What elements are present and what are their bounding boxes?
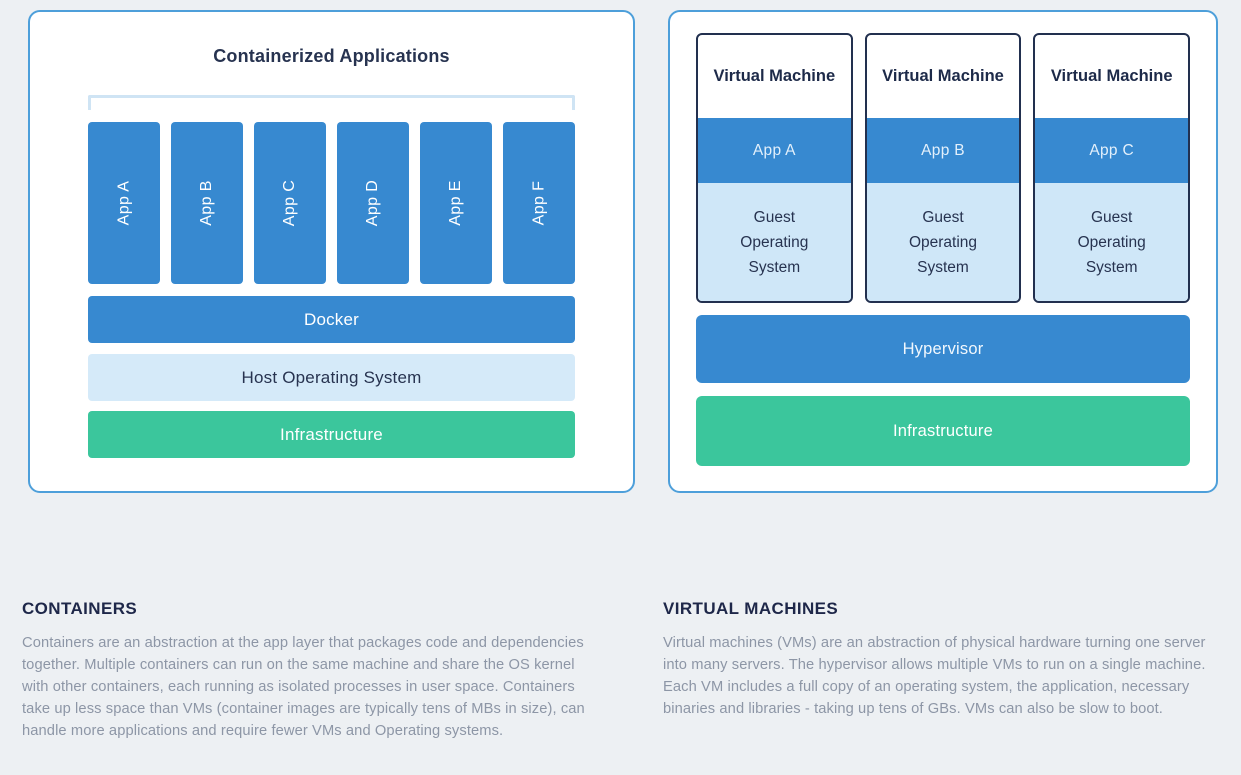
- vms-description-heading: VIRTUAL MACHINES: [663, 599, 839, 618]
- vm-panel-content: Virtual Machine App A Guest Operating Sy…: [696, 12, 1191, 466]
- vm-box-3-app: App C: [1035, 118, 1189, 183]
- vm-box-1-guest-os: Guest Operating System: [698, 183, 851, 301]
- hypervisor-layer-label: Hypervisor: [902, 339, 984, 358]
- vm-diagram-panel: Virtual Machine App A Guest Operating Sy…: [668, 10, 1218, 493]
- containers-panel-content: App A App B App C App D App E App F Dock…: [88, 95, 575, 458]
- container-app-c-label: App C: [281, 179, 298, 227]
- vms-description-body: Virtual machines (VMs) are an abstractio…: [663, 635, 1206, 717]
- container-app-e-label: App E: [447, 180, 464, 226]
- vm-box-2: Virtual Machine App B Guest Operating Sy…: [864, 33, 1022, 303]
- vm-box-2-title: Virtual Machine: [882, 67, 1004, 85]
- container-app-a-label: App A: [114, 180, 132, 226]
- vm-box-3: Virtual Machine App C Guest Operating Sy…: [1033, 33, 1191, 303]
- docker-layer-label: Docker: [303, 309, 360, 329]
- vm-box-1-app: App A: [698, 118, 851, 183]
- container-apps-row: App A App B App C App D App E App F: [88, 122, 575, 284]
- vm-box-3-title: Virtual Machine: [1050, 67, 1173, 85]
- apps-group-bracket: [88, 95, 575, 110]
- vms-description-section: VIRTUAL MACHINES Virtual machines (VMs) …: [663, 599, 1211, 720]
- containers-diagram-panel: Containerized Applications App A App B A…: [28, 10, 635, 493]
- container-app-c: App C: [254, 122, 326, 284]
- vm-boxes-row: Virtual Machine App A Guest Operating Sy…: [696, 33, 1191, 303]
- infrastructure-layer-right-label: Infrastructure: [892, 421, 993, 440]
- container-app-f-label: App F: [530, 180, 547, 226]
- container-app-f: App F: [503, 122, 575, 284]
- vm-box-3-guest-os-label: Guest Operating System: [1077, 208, 1146, 276]
- vm-box-1: Virtual Machine App A Guest Operating Sy…: [696, 33, 853, 303]
- host-os-layer: Host Operating System: [88, 354, 575, 401]
- vm-box-2-app-label: App B: [921, 141, 965, 159]
- infrastructure-layer-left: Infrastructure: [88, 411, 575, 458]
- container-app-d: App D: [337, 122, 409, 284]
- vm-box-2-guest-os: Guest Operating System: [866, 183, 1020, 301]
- container-app-d-label: App D: [364, 179, 381, 227]
- infrastructure-layer-right: Infrastructure: [696, 396, 1190, 466]
- containers-description-heading: CONTAINERS: [22, 599, 138, 618]
- vm-box-1-guest-os-label: Guest Operating System: [740, 208, 809, 276]
- host-os-layer-label: Host Operating System: [241, 367, 422, 387]
- vm-box-3-guest-os: Guest Operating System: [1035, 183, 1189, 301]
- containers-panel-title: Containerized Applications: [213, 46, 450, 66]
- containers-description-section: CONTAINERS Containers are an abstraction…: [22, 599, 600, 742]
- vm-box-3-app-label: App C: [1089, 141, 1134, 159]
- vm-box-1-title: Virtual Machine: [713, 67, 836, 85]
- infrastructure-layer-left-label: Infrastructure: [280, 424, 383, 444]
- container-app-b: App B: [171, 122, 243, 284]
- hypervisor-layer: Hypervisor: [696, 315, 1190, 383]
- container-app-a: App A: [88, 122, 160, 284]
- vm-box-1-app-label: App A: [752, 141, 796, 159]
- vm-box-2-app: App B: [866, 118, 1020, 183]
- container-app-e: App E: [420, 122, 492, 284]
- vm-box-2-guest-os-label: Guest Operating System: [908, 208, 978, 276]
- containers-description-body: Containers are an abstraction at the app…: [22, 635, 585, 739]
- docker-layer: Docker: [88, 296, 575, 343]
- container-app-b-label: App B: [198, 180, 215, 226]
